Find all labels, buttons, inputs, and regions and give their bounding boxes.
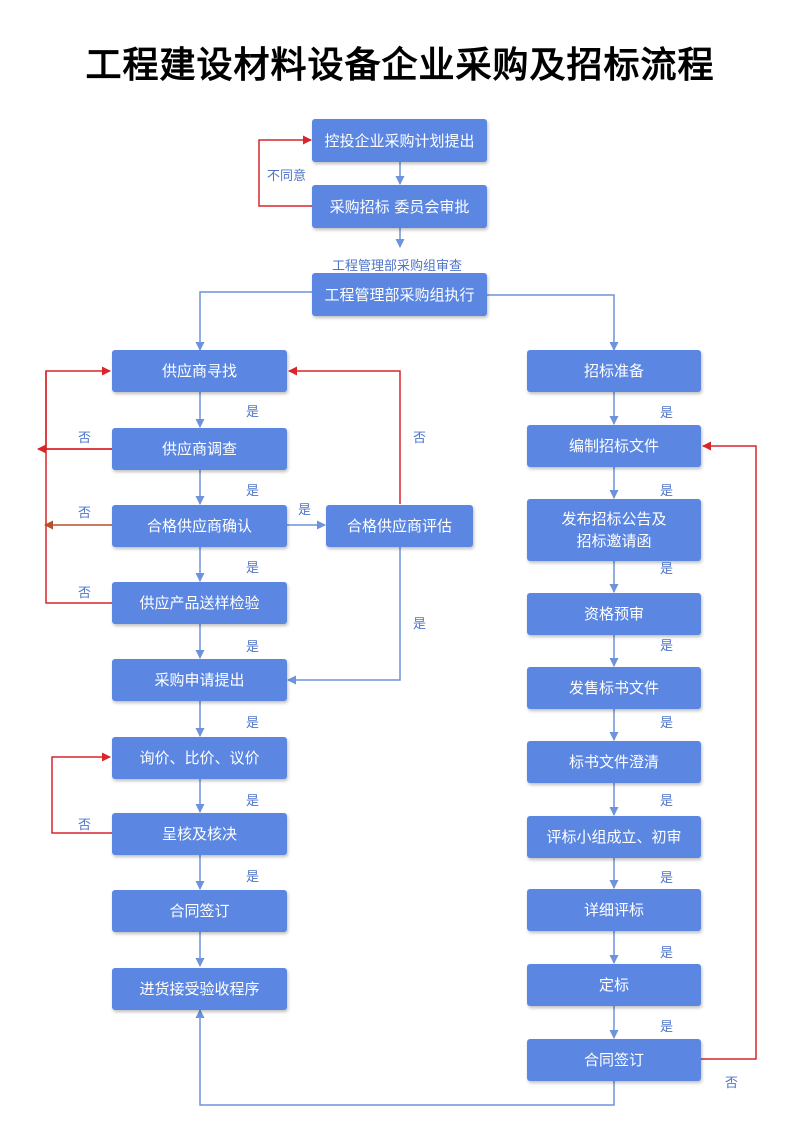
node-execute: 工程管理部采购组执行	[312, 273, 487, 316]
node-award: 定标	[527, 964, 701, 1006]
node-prepare: 招标准备	[527, 350, 701, 392]
reject-committee-plan	[258, 135, 313, 207]
label-no: 否	[78, 818, 92, 833]
arrow-execute-right	[487, 294, 619, 351]
label-yes: 是	[246, 561, 260, 576]
node-confirm: 合格供应商确认	[112, 505, 287, 547]
arrow-contract-receive-bottom	[195, 1009, 615, 1106]
node-docs: 编制招标文件	[527, 425, 701, 467]
node-committee: 采购招标 委员会审批	[312, 185, 487, 228]
node-contract-left: 合同签订	[112, 890, 287, 932]
label-no: 否	[725, 1076, 739, 1091]
label-yes: 是	[246, 640, 260, 655]
label-yes: 是	[298, 503, 312, 518]
label-yes: 是	[246, 794, 260, 809]
reject-evaluate-find	[288, 366, 401, 504]
label-yes: 是	[660, 871, 674, 886]
label-yes: 是	[413, 617, 427, 632]
label-yes: 是	[246, 405, 260, 420]
reject-sample-find	[45, 371, 112, 604]
node-clarify: 标书文件澄清	[527, 741, 701, 783]
node-survey: 供应商调查	[112, 428, 287, 470]
node-inquiry: 询价、比价、议价	[112, 737, 287, 779]
reject-contract-docs	[701, 441, 757, 1060]
node-plan: 控投企业采购计划提出	[312, 119, 487, 162]
node-evaluate: 合格供应商评估	[326, 505, 473, 547]
node-panel: 评标小组成立、初审	[527, 816, 701, 858]
arrow-execute-left	[195, 291, 312, 351]
node-sell: 发售标书文件	[527, 667, 701, 709]
label-yes: 是	[660, 794, 674, 809]
label-yes: 是	[246, 716, 260, 731]
arrow-evaluate-apply	[287, 547, 401, 685]
label-yes: 是	[660, 639, 674, 654]
note-disagree: 不同意	[267, 169, 307, 184]
label-no: 否	[413, 431, 427, 446]
label-no: 否	[78, 586, 92, 601]
label-yes: 是	[660, 484, 674, 499]
note-review: 工程管理部采购组审查	[332, 259, 463, 274]
node-prequal: 资格预审	[527, 593, 701, 635]
label-no: 否	[78, 506, 92, 521]
node-apply: 采购申请提出	[112, 659, 287, 701]
label-yes: 是	[660, 946, 674, 961]
page-title: 工程建设材料设备企业采购及招标流程	[85, 45, 715, 86]
node-detail: 详细评标	[527, 889, 701, 931]
node-sample: 供应产品送样检验	[112, 582, 287, 624]
reject-approve-inquiry	[51, 752, 112, 834]
label-yes: 是	[246, 870, 260, 885]
node-receive: 进货接受验收程序	[112, 968, 287, 1010]
node-approve: 呈核及核决	[112, 813, 287, 855]
label-yes: 是	[660, 716, 674, 731]
label-yes: 是	[660, 562, 674, 577]
label-yes: 是	[660, 406, 674, 421]
node-announce: 发布招标公告及 招标邀请函	[527, 499, 701, 561]
label-yes: 是	[246, 484, 260, 499]
label-no: 否	[78, 431, 92, 446]
node-contract-right: 合同签订	[527, 1039, 701, 1081]
node-find: 供应商寻找	[112, 350, 287, 392]
label-yes: 是	[660, 1020, 674, 1035]
